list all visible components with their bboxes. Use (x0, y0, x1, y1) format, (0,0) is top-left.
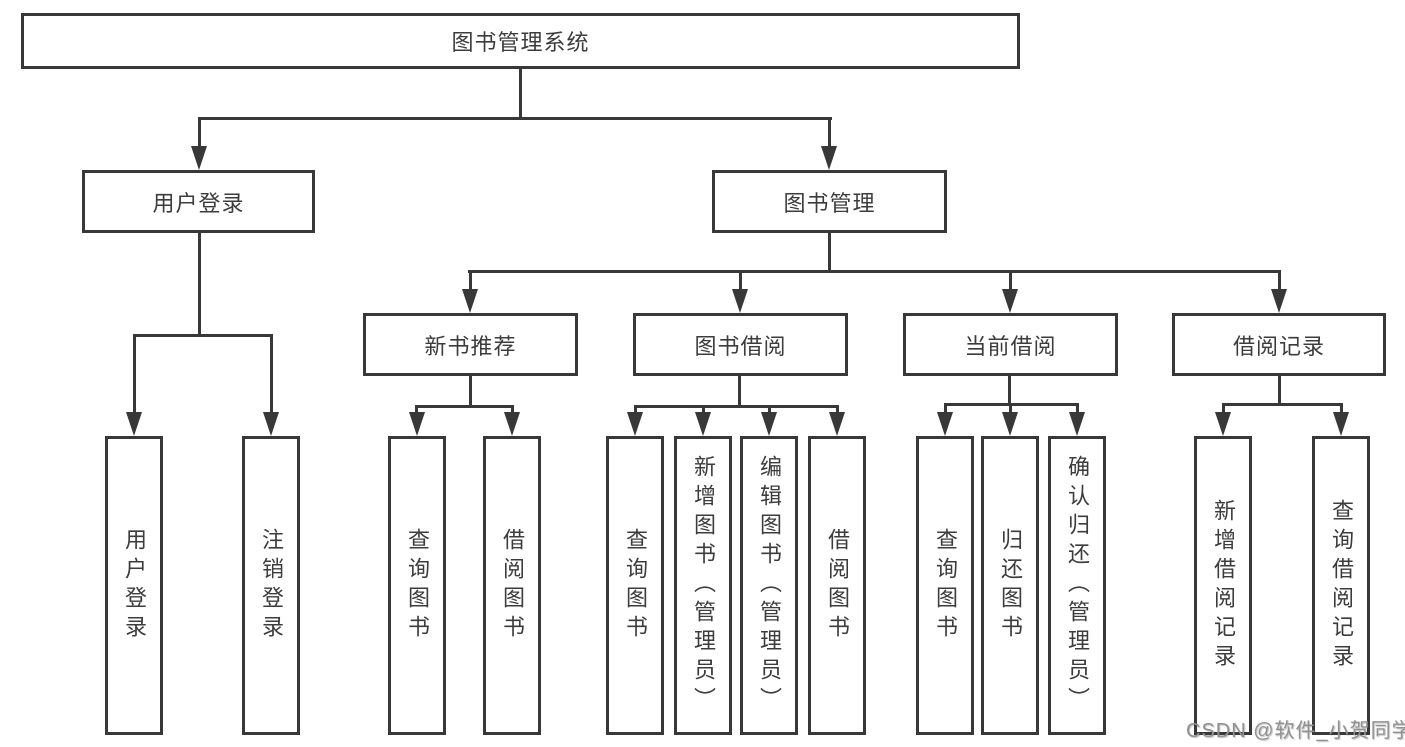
leaf-label: 编辑图书（管理员） (757, 455, 782, 716)
arrow-down-icon (761, 412, 777, 436)
leaf-query-books-2: 查询图书 (606, 436, 664, 735)
node-library-system: 图书管理系统 (21, 13, 1020, 69)
leaf-logout: 注销登录 (242, 436, 300, 735)
node-current-borrow: 当前借阅 (903, 313, 1118, 376)
arrow-down-icon (1002, 289, 1018, 313)
leaf-borrow-books-1: 借阅图书 (483, 436, 541, 735)
arrow-down-icon (126, 412, 142, 436)
arrow-down-icon (1069, 412, 1085, 436)
node-user-login: 用户登录 (82, 170, 315, 233)
leaf-label: 注销登录 (259, 527, 284, 644)
node-borrow-records-label: 借阅记录 (1232, 333, 1325, 359)
arrow-down-icon (409, 412, 425, 436)
connector-line (1340, 403, 1343, 415)
connector-line (511, 405, 514, 415)
arrow-down-icon (191, 146, 207, 170)
leaf-label: 借阅图书 (825, 527, 850, 644)
leaf-label: 用户登录 (122, 527, 147, 644)
leaf-add-books-admin: 新增图书（管理员） (674, 436, 732, 735)
connector-line (133, 334, 273, 337)
arrow-down-icon (627, 412, 643, 436)
connector-line (519, 69, 522, 119)
leaf-label: 查询借阅记录 (1329, 498, 1354, 673)
arrow-down-icon (1333, 412, 1349, 436)
connector-line (1222, 403, 1225, 415)
arrow-down-icon (1002, 412, 1018, 436)
connector-line (1278, 374, 1281, 406)
leaf-query-books-1: 查询图书 (388, 436, 446, 735)
arrow-down-icon (462, 289, 478, 313)
node-library-system-label: 图书管理系统 (451, 30, 590, 55)
connector-line (468, 270, 1281, 273)
watermark: CSDN @软件_小贺同学 (1186, 720, 1405, 742)
connector-line (198, 233, 201, 337)
connector-line (768, 405, 771, 415)
node-user-login-label: 用户登录 (152, 190, 245, 216)
leaf-label: 确认归还（管理员） (1065, 455, 1090, 716)
leaf-user-login: 用户登录 (105, 436, 163, 735)
connector-line (133, 334, 136, 414)
connector-line (836, 405, 839, 415)
connector-line (1008, 374, 1011, 406)
connector-line (1076, 403, 1079, 415)
connector-line (828, 233, 831, 273)
node-new-book-recommend-label: 新书推荐 (424, 333, 517, 359)
arrow-down-icon (937, 412, 953, 436)
connector-line (738, 374, 741, 408)
node-book-borrow-label: 图书借阅 (694, 333, 787, 359)
leaf-add-borrow-record: 新增借阅记录 (1194, 436, 1252, 735)
connector-line (415, 405, 514, 408)
arrow-down-icon (504, 412, 520, 436)
connector-line (1222, 403, 1343, 406)
connector-line (634, 405, 838, 408)
leaf-return-books: 归还图书 (981, 436, 1039, 735)
arrow-down-icon (695, 412, 711, 436)
arrow-down-icon (1271, 289, 1287, 313)
connector-line (739, 270, 742, 292)
leaf-edit-books-admin: 编辑图书（管理员） (740, 436, 798, 735)
arrow-down-icon (821, 146, 837, 170)
connector-line (944, 403, 947, 415)
leaf-label: 借阅图书 (500, 527, 525, 644)
leaf-label: 新增图书（管理员） (691, 455, 716, 716)
leaf-confirm-return-admin: 确认归还（管理员） (1048, 436, 1106, 735)
connector-line (1278, 270, 1281, 292)
connector-line (469, 270, 472, 292)
connector-line (1009, 403, 1012, 415)
arrow-down-icon (732, 289, 748, 313)
connector-line (415, 405, 418, 415)
arrow-down-icon (829, 412, 845, 436)
leaf-label: 查询图书 (405, 527, 430, 644)
connector-line (198, 117, 832, 120)
leaf-label: 新增借阅记录 (1211, 498, 1236, 673)
connector-line (702, 405, 705, 415)
node-current-borrow-label: 当前借阅 (964, 333, 1057, 359)
connector-line (270, 334, 273, 414)
connector-line (1009, 270, 1012, 292)
node-book-borrow: 图书借阅 (633, 313, 848, 376)
connector-line (828, 117, 831, 149)
arrow-down-icon (263, 412, 279, 436)
leaf-label: 查询图书 (933, 527, 958, 644)
leaf-query-books-3: 查询图书 (916, 436, 974, 735)
node-book-management: 图书管理 (712, 170, 947, 233)
connector-line (469, 374, 472, 408)
node-new-book-recommend: 新书推荐 (363, 313, 578, 376)
node-book-management-label: 图书管理 (783, 190, 876, 216)
node-borrow-records: 借阅记录 (1172, 313, 1386, 376)
connector-line (634, 405, 637, 415)
leaf-query-borrow-record: 查询借阅记录 (1312, 436, 1370, 735)
connector-line (198, 117, 201, 149)
leaf-label: 查询图书 (623, 527, 648, 644)
leaf-label: 归还图书 (998, 527, 1023, 644)
arrow-down-icon (1215, 412, 1231, 436)
leaf-borrow-books-2: 借阅图书 (808, 436, 866, 735)
